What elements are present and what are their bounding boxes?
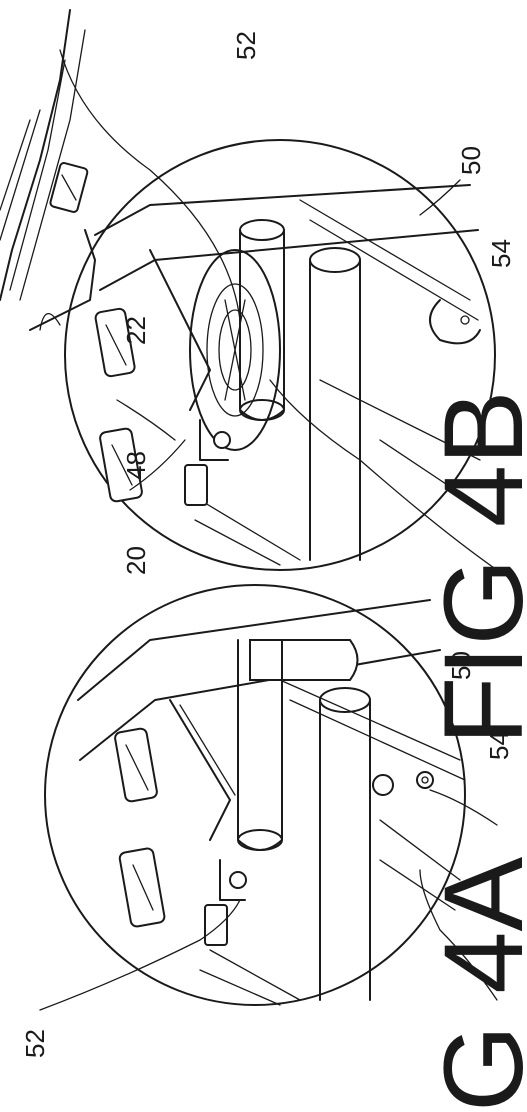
detail-circle-left	[44, 584, 466, 1006]
leader-lines	[39, 49, 498, 1011]
ref-50-left: 50	[446, 651, 476, 680]
wheel-drawing	[189, 249, 281, 451]
figure-labels: G 4A FIG 4B	[421, 390, 527, 1112]
figure-label-4b: FIG 4B	[421, 390, 527, 745]
ref-22: 22	[121, 316, 151, 345]
ref-54-right: 54	[486, 239, 516, 268]
upper-frame-drawing	[0, 9, 96, 331]
ref-52-right: 52	[231, 31, 261, 60]
ref-48: 48	[121, 451, 151, 480]
ref-20: 20	[121, 546, 151, 575]
ref-50-right: 50	[456, 146, 486, 175]
ref-52-left: 52	[20, 1029, 50, 1058]
ref-54-left: 54	[484, 731, 514, 760]
reference-numerals: 52 54 50 20 48 22 52 50 54	[20, 31, 516, 1058]
figure-label-4a: G 4A	[421, 856, 527, 1112]
detail-circle-right	[64, 139, 496, 571]
